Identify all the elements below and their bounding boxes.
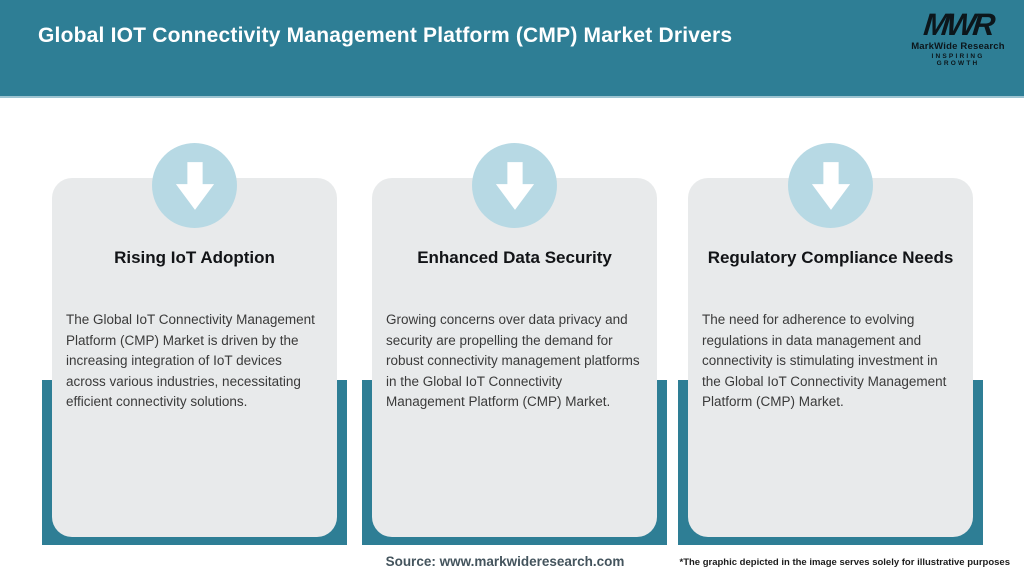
down-arrow-icon xyxy=(495,161,534,210)
card-title: Enhanced Data Security xyxy=(417,248,612,267)
driver-card-enhanced-data-security: Enhanced Data Security Growing concerns … xyxy=(362,140,667,545)
logo-monogram: MWR xyxy=(921,7,995,42)
logo-company-name: MarkWide Research xyxy=(911,41,1005,52)
page-title: Global IOT Connectivity Management Platf… xyxy=(38,24,733,47)
card-description: Growing concerns over data privacy and s… xyxy=(386,312,640,409)
disclaimer-text: *The graphic depicted in the image serve… xyxy=(679,557,1011,568)
card-body: Enhanced Data Security Growing concerns … xyxy=(372,178,657,537)
header-band: Global IOT Connectivity Management Platf… xyxy=(0,0,1024,98)
driver-card-rising-iot-adoption: Rising IoT Adoption The Global IoT Conne… xyxy=(42,140,347,545)
icon-circle xyxy=(788,143,873,228)
card-body: Rising IoT Adoption The Global IoT Conne… xyxy=(52,178,337,537)
card-title: Regulatory Compliance Needs xyxy=(707,248,954,267)
down-arrow-icon xyxy=(175,161,214,210)
markwide-research-logo: MWR MarkWide Research INSPIRING GROWTH xyxy=(910,7,1006,67)
driver-card-regulatory-compliance-needs: Regulatory Compliance Needs The need for… xyxy=(678,140,983,545)
logo-tagline: INSPIRING GROWTH xyxy=(931,53,985,67)
card-description: The Global IoT Connectivity Management P… xyxy=(66,312,315,409)
card-body: Regulatory Compliance Needs The need for… xyxy=(688,178,973,537)
icon-circle xyxy=(152,143,237,228)
card-title: Rising IoT Adoption xyxy=(114,248,275,267)
source-text: Source: www.markwideresearch.com xyxy=(385,554,625,569)
down-arrow-icon xyxy=(811,161,850,210)
icon-circle xyxy=(472,143,557,228)
card-description: The need for adherence to evolving regul… xyxy=(702,312,947,409)
